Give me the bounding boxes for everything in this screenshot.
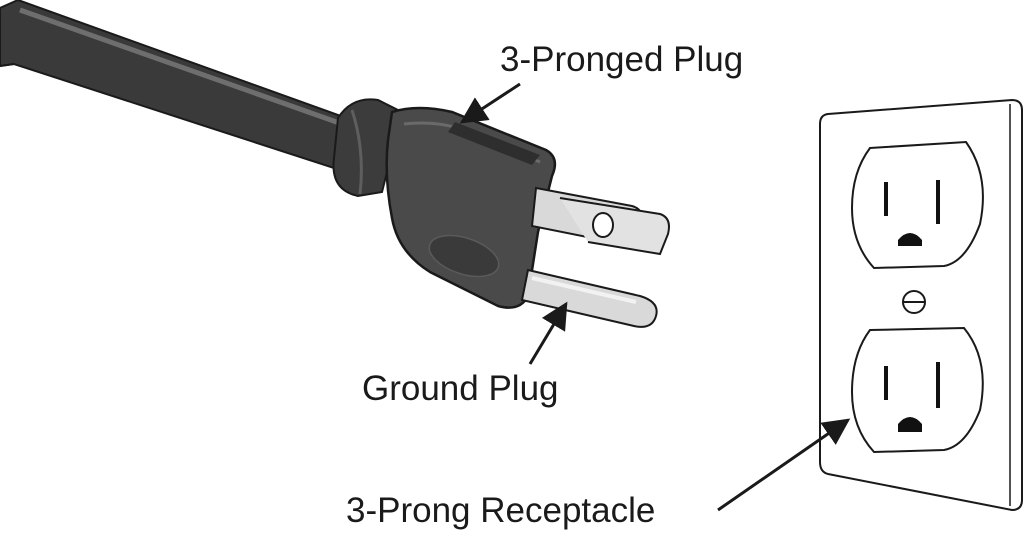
ground-prong xyxy=(520,268,658,328)
outlet-lower xyxy=(850,326,984,454)
flat-prongs xyxy=(530,186,670,256)
plug-arrow xyxy=(459,82,521,124)
plug-body xyxy=(385,106,557,309)
receptacle-arrow xyxy=(717,418,851,512)
outlet-upper xyxy=(850,140,984,270)
label-ground-plug: Ground Plug xyxy=(362,369,559,408)
plug-collar xyxy=(332,98,404,198)
ground-arrow xyxy=(528,301,568,365)
plug-logo xyxy=(428,234,500,278)
plate-screw xyxy=(902,290,926,314)
label-3-prong-receptacle: 3-Prong Receptacle xyxy=(346,491,656,530)
power-cord xyxy=(0,0,354,172)
label-3-pronged-plug: 3-Pronged Plug xyxy=(500,40,744,79)
